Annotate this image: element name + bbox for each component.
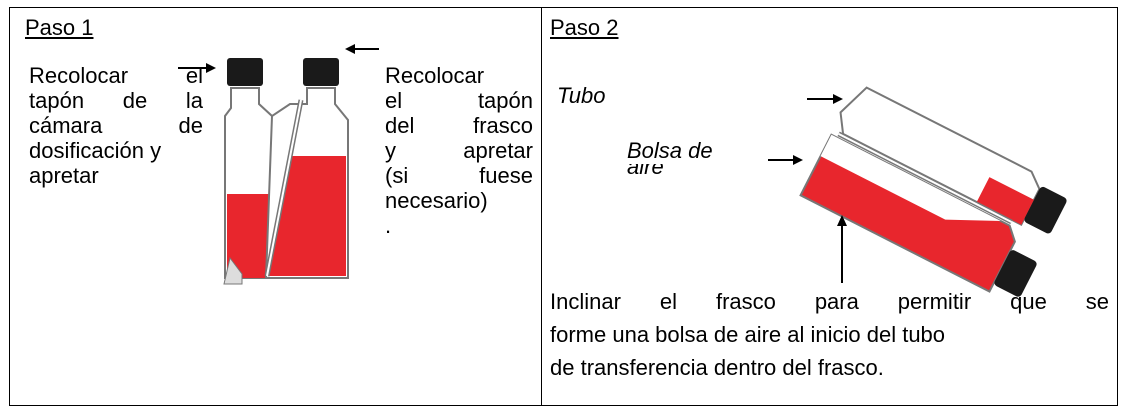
- dosing-chamber-cap: [227, 58, 263, 86]
- text-line: cámara de: [29, 113, 203, 138]
- caption-line: Inclinar el frasco para permitir que se: [550, 289, 1109, 314]
- text-line: del frasco: [385, 113, 533, 138]
- label-tubo: Tubo: [557, 83, 606, 108]
- paso1-heading: Paso 1: [25, 15, 94, 40]
- caption-line: forme una bolsa de aire al inicio del tu…: [550, 322, 946, 347]
- label-bolsa: Bolsa de: [627, 138, 713, 163]
- text-line: dosificación y: [29, 138, 162, 163]
- caption-line: de transferencia dentro del frasco.: [550, 355, 884, 380]
- text-line: (si fuese: [385, 163, 533, 188]
- tilted-chamber-cap: [1024, 186, 1067, 234]
- upright-flask-illustration: [178, 44, 379, 285]
- tilted-flask-illustration: [768, 86, 1067, 297]
- text-line: y apretar: [385, 138, 533, 163]
- column-divider: [541, 8, 542, 405]
- text-line: necesario): [385, 188, 488, 213]
- text-line: Recolocar: [385, 63, 485, 88]
- instruction-table: Paso 1 Recolocar el tapón de la cámara d…: [9, 7, 1118, 406]
- label-aire: aire: [627, 164, 664, 176]
- flask-liquid: [268, 156, 346, 276]
- text-line: apretar: [29, 163, 99, 188]
- label-aire-clip: aire: [627, 164, 707, 176]
- text-line: .: [385, 213, 392, 238]
- tilted-flask-cap: [994, 250, 1037, 297]
- text-line: el tapón: [385, 88, 533, 113]
- text-line: Recolocar el: [29, 63, 203, 88]
- flask-cap: [303, 58, 339, 86]
- text-line: tapón de la: [29, 88, 203, 113]
- paso2-heading: Paso 2: [550, 15, 619, 40]
